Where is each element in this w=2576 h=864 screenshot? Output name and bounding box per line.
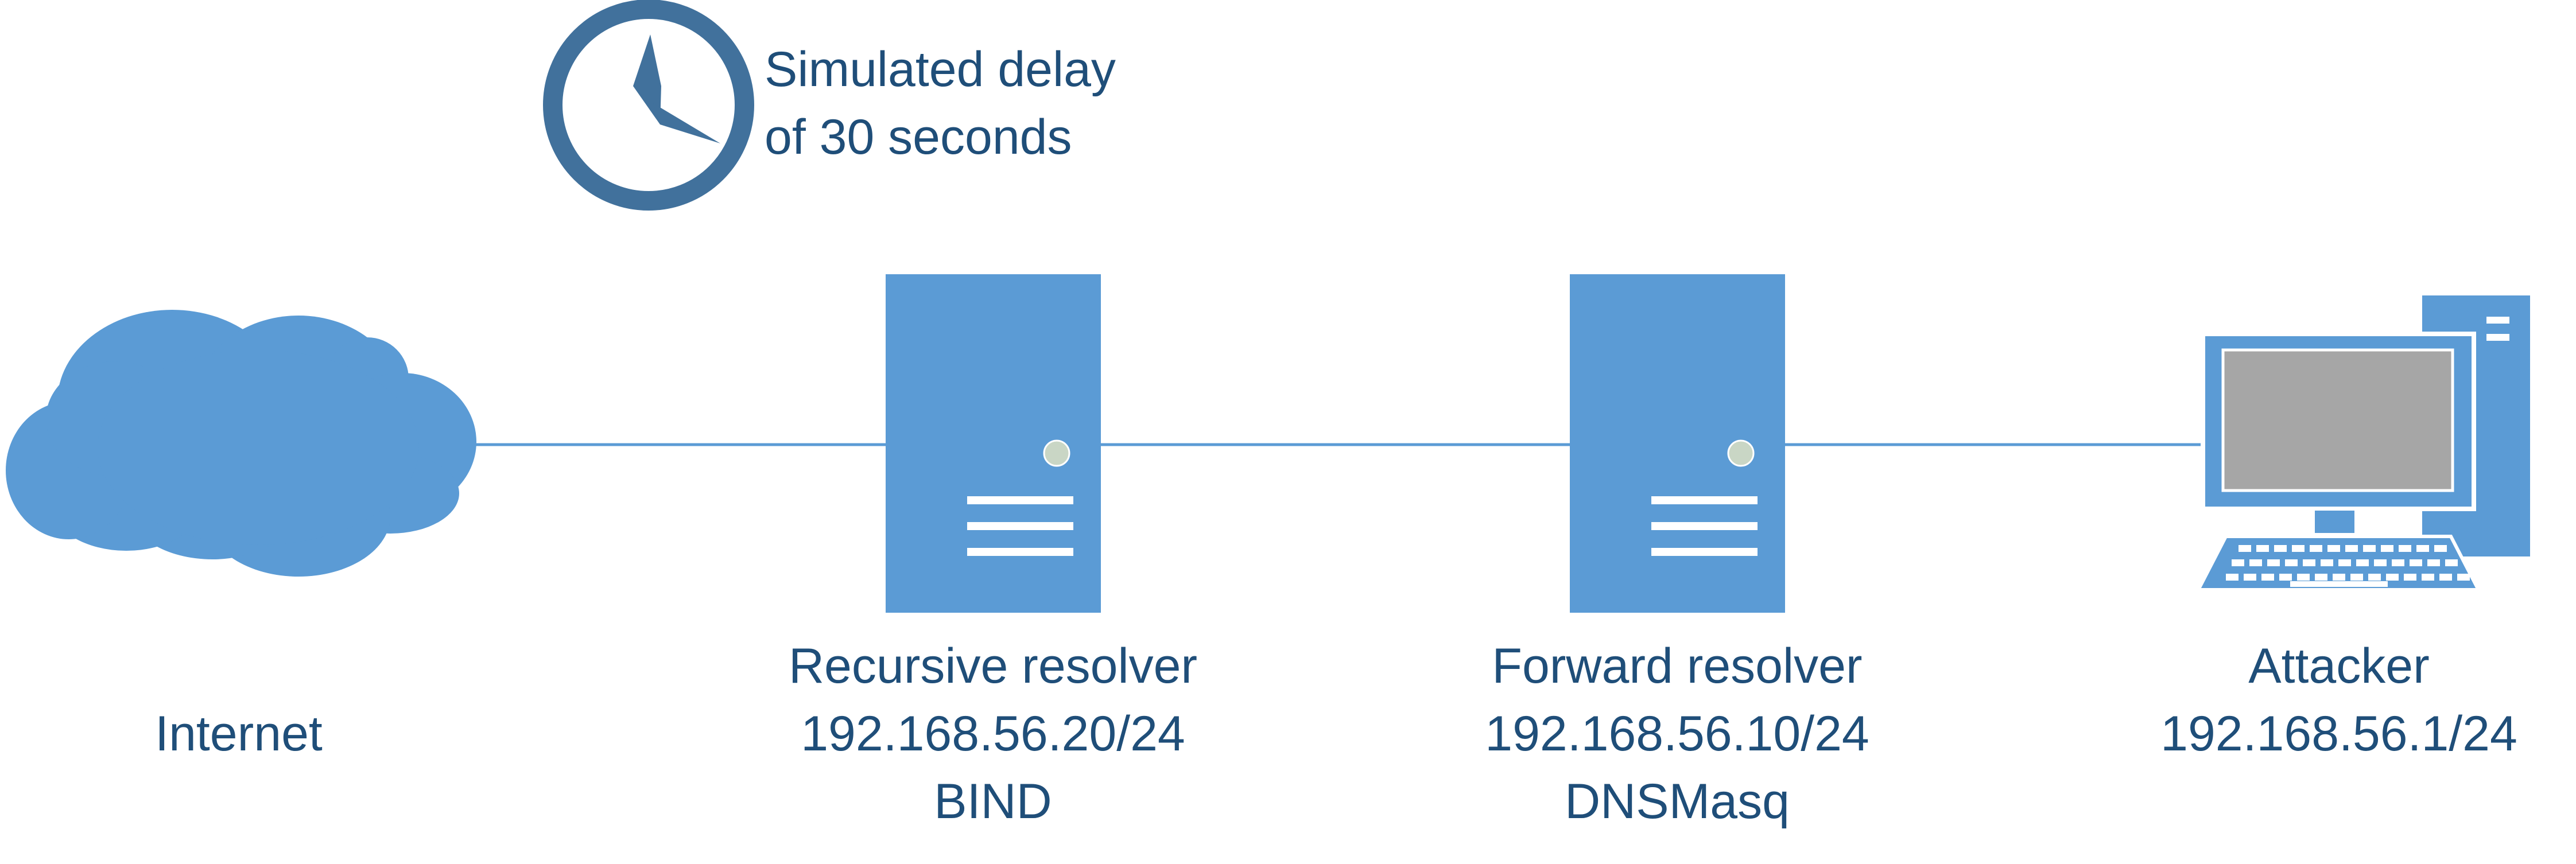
clock-caption-line1: Simulated delay (765, 42, 1116, 97)
keyboard-key (2285, 559, 2298, 566)
keyboard-key (2386, 574, 2399, 581)
keyboard-key (2310, 545, 2322, 552)
clock-caption: Simulated delay of 30 seconds (765, 36, 1116, 171)
server-icon-forward (1570, 274, 1785, 613)
keyboard-key (2315, 574, 2327, 581)
keyboard-key (2392, 559, 2404, 566)
keyboard-key (2404, 574, 2416, 581)
keyboard-key (2427, 559, 2440, 566)
keyboard-key (2439, 574, 2452, 581)
keyboard-key (2321, 559, 2333, 566)
keyboard-key (2356, 559, 2369, 566)
keyboard-key (2457, 574, 2470, 581)
forward-resolver-label: Forward resolver 192.168.56.10/24 DNSMas… (1485, 632, 1869, 835)
recursive-resolver-ip: 192.168.56.20/24 (801, 706, 1185, 761)
attacker-ip: 192.168.56.1/24 (2160, 706, 2517, 761)
keyboard-key (2338, 559, 2351, 566)
attacker-label: Attacker 192.168.56.1/24 (2160, 632, 2517, 768)
keyboard-key (2249, 559, 2262, 566)
recursive-resolver-title: Recursive resolver (788, 639, 1198, 694)
desktop-computer-icon (2195, 295, 2530, 591)
keyboard-key (2256, 545, 2269, 552)
keyboard-key (2327, 545, 2340, 552)
forward-resolver-ip: 192.168.56.10/24 (1485, 706, 1869, 761)
keyboard-key (2363, 545, 2376, 552)
keyboard-key (2333, 574, 2345, 581)
keyboard-key (2350, 574, 2363, 581)
keyboard-key (2434, 545, 2447, 552)
keyboard-key (2267, 559, 2280, 566)
recursive-resolver-label: Recursive resolver 192.168.56.20/24 BIND (789, 632, 1197, 835)
forward-resolver-title: Forward resolver (1492, 639, 1863, 694)
keyboard-key (2374, 559, 2387, 566)
keyboard-key (2232, 559, 2244, 566)
keyboard-key (2416, 545, 2429, 552)
keyboard-key (2303, 559, 2315, 566)
server-icon-recursive (886, 274, 1101, 613)
keyboard-key (2381, 545, 2393, 552)
keyboard-key (2399, 545, 2411, 552)
keyboard-spacebar (2290, 581, 2388, 587)
keyboard-key (2297, 574, 2310, 581)
keyboard-key (2274, 545, 2287, 552)
keyboard-key (2239, 545, 2251, 552)
internet-label: Internet (155, 700, 323, 768)
keyboard-key (2445, 559, 2458, 566)
keyboard-key (2345, 545, 2358, 552)
internet-label-line1: Internet (155, 706, 323, 761)
keyboard-key (2279, 574, 2292, 581)
keyboard-key (2244, 574, 2256, 581)
recursive-resolver-software: BIND (934, 774, 1052, 829)
cloud-icon (6, 310, 476, 577)
keyboard-key (2422, 574, 2434, 581)
keyboard-key (2368, 574, 2381, 581)
keyboard-key (2261, 574, 2274, 581)
attacker-title: Attacker (2248, 639, 2430, 694)
clock-caption-line2: of 30 seconds (765, 110, 1072, 165)
keyboard-key (2292, 545, 2305, 552)
clock-icon (543, 0, 754, 211)
forward-resolver-software: DNSMasq (1565, 774, 1790, 829)
keyboard-key (2410, 559, 2422, 566)
keyboard-key (2226, 574, 2239, 581)
